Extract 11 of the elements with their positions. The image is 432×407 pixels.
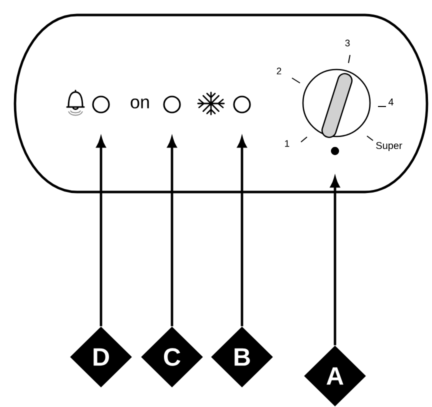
scale-number: 4 [388, 98, 394, 106]
scale-number: 3 [345, 40, 350, 46]
symbol-text: on [130, 98, 149, 108]
leader-arrow [167, 137, 177, 326]
scale-number: 2 [276, 68, 282, 74]
scale-number: 1 [285, 140, 290, 147]
setting-label: Super [376, 142, 402, 152]
indicator-lamp [233, 96, 251, 114]
leader-arrow [96, 137, 106, 326]
indicator-lamp [92, 96, 110, 114]
indicator-lamp [163, 96, 181, 114]
